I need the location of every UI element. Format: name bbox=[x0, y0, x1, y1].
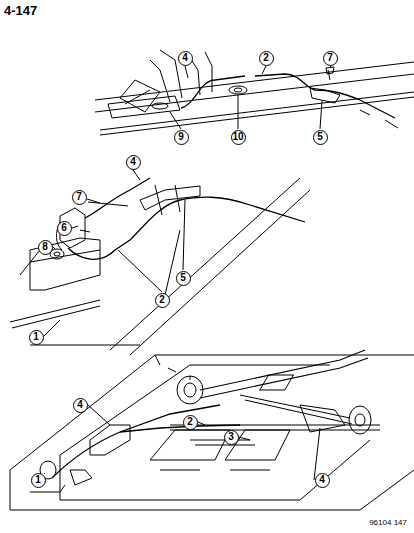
bottom-view bbox=[10, 350, 414, 510]
callout-number: 2 bbox=[183, 415, 198, 430]
callout-number: 4 bbox=[73, 398, 88, 413]
callout-number: 7 bbox=[323, 51, 338, 66]
callout-number: 2 bbox=[155, 293, 170, 308]
middle-view bbox=[10, 170, 310, 355]
figure-code: 96104 147 bbox=[368, 518, 408, 528]
callout-number: 1 bbox=[31, 473, 46, 488]
callout-number: 5 bbox=[313, 130, 328, 145]
callout-number: 4 bbox=[178, 51, 193, 66]
callout-number: 4 bbox=[126, 155, 141, 170]
callout-number: 9 bbox=[174, 130, 189, 145]
callout-number: 7 bbox=[72, 190, 87, 205]
callout-number: 1 bbox=[29, 330, 44, 345]
callout-number: 5 bbox=[176, 271, 191, 286]
callout-number: 8 bbox=[38, 240, 53, 255]
callout-number: 10 bbox=[231, 130, 246, 145]
top-view bbox=[95, 50, 414, 135]
callout-number: 3 bbox=[224, 430, 239, 445]
callout-number: 4 bbox=[315, 473, 330, 488]
callout-number: 6 bbox=[57, 221, 72, 236]
page-number: 4-147 bbox=[3, 3, 38, 18]
callout-number: 2 bbox=[259, 51, 274, 66]
